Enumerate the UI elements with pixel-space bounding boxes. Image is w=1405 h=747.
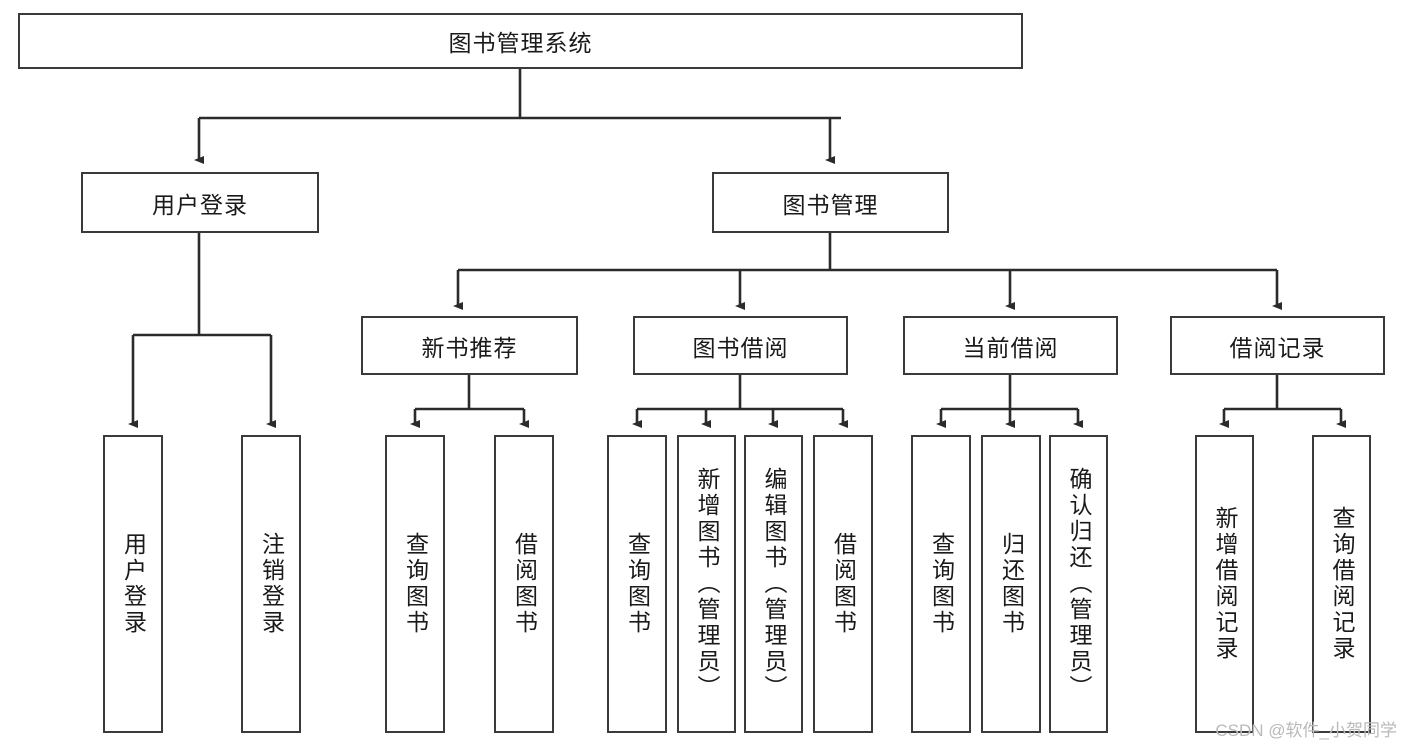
leaf-new-book-query-book[interactable]: 查询图书 <box>385 435 445 733</box>
node-user-login[interactable]: 用户登录 <box>81 172 319 233</box>
leaf-borrow-record-add-record[interactable]: 新增借阅记录 <box>1195 435 1254 733</box>
leaf-new-book-borrow-book[interactable]: 借阅图书 <box>494 435 554 733</box>
leaf-book-borrow-add-book[interactable]: 新增图书（管理员） <box>677 435 736 733</box>
node-book-management[interactable]: 图书管理 <box>712 172 949 233</box>
leaf-book-borrow-edit-book[interactable]: 编辑图书（管理员） <box>744 435 803 733</box>
leaf-current-borrow-return-book[interactable]: 归还图书 <box>981 435 1041 733</box>
node-book-borrow[interactable]: 图书借阅 <box>633 316 848 375</box>
leaf-user-login-login[interactable]: 用户登录 <box>103 435 163 733</box>
node-label: 图书管理 <box>782 191 879 218</box>
node-label: 用户登录 <box>120 532 147 636</box>
leaf-book-borrow-query-book[interactable]: 查询图书 <box>607 435 667 733</box>
leaf-current-borrow-query-book[interactable]: 查询图书 <box>911 435 971 733</box>
watermark-text: CSDN @软件_小贺同学 <box>1215 721 1397 740</box>
node-label: 新增图书（管理员） <box>694 467 720 701</box>
node-label: 图书借阅 <box>692 334 789 361</box>
leaf-current-borrow-confirm-return[interactable]: 确认归还（管理员） <box>1049 435 1108 733</box>
leaf-book-borrow-borrow-book[interactable]: 借阅图书 <box>813 435 873 733</box>
node-current-borrow[interactable]: 当前借阅 <box>903 316 1118 375</box>
node-label: 借阅图书 <box>830 532 857 636</box>
node-label: 确认归还（管理员） <box>1066 467 1092 701</box>
node-label: 用户登录 <box>152 191 248 218</box>
node-label: 归还图书 <box>998 532 1025 636</box>
node-label: 新增借阅记录 <box>1212 506 1238 662</box>
node-label: 编辑图书（管理员） <box>761 467 787 701</box>
leaf-borrow-record-query-record[interactable]: 查询借阅记录 <box>1312 435 1371 733</box>
node-label: 注销登录 <box>258 532 285 636</box>
node-label: 借阅图书 <box>511 532 538 636</box>
node-label: 新书推荐 <box>421 334 518 361</box>
node-root-book-management-system[interactable]: 图书管理系统 <box>18 13 1023 69</box>
node-label: 图书管理系统 <box>448 30 593 56</box>
node-label: 查询借阅记录 <box>1329 506 1355 662</box>
node-label: 查询图书 <box>624 532 651 636</box>
node-label: 借阅记录 <box>1229 334 1326 361</box>
node-label: 查询图书 <box>928 532 955 636</box>
node-borrow-record[interactable]: 借阅记录 <box>1170 316 1385 375</box>
node-label: 查询图书 <box>402 532 429 636</box>
node-new-book-recommend[interactable]: 新书推荐 <box>361 316 578 375</box>
node-label: 当前借阅 <box>962 334 1059 361</box>
leaf-user-login-logout[interactable]: 注销登录 <box>241 435 301 733</box>
